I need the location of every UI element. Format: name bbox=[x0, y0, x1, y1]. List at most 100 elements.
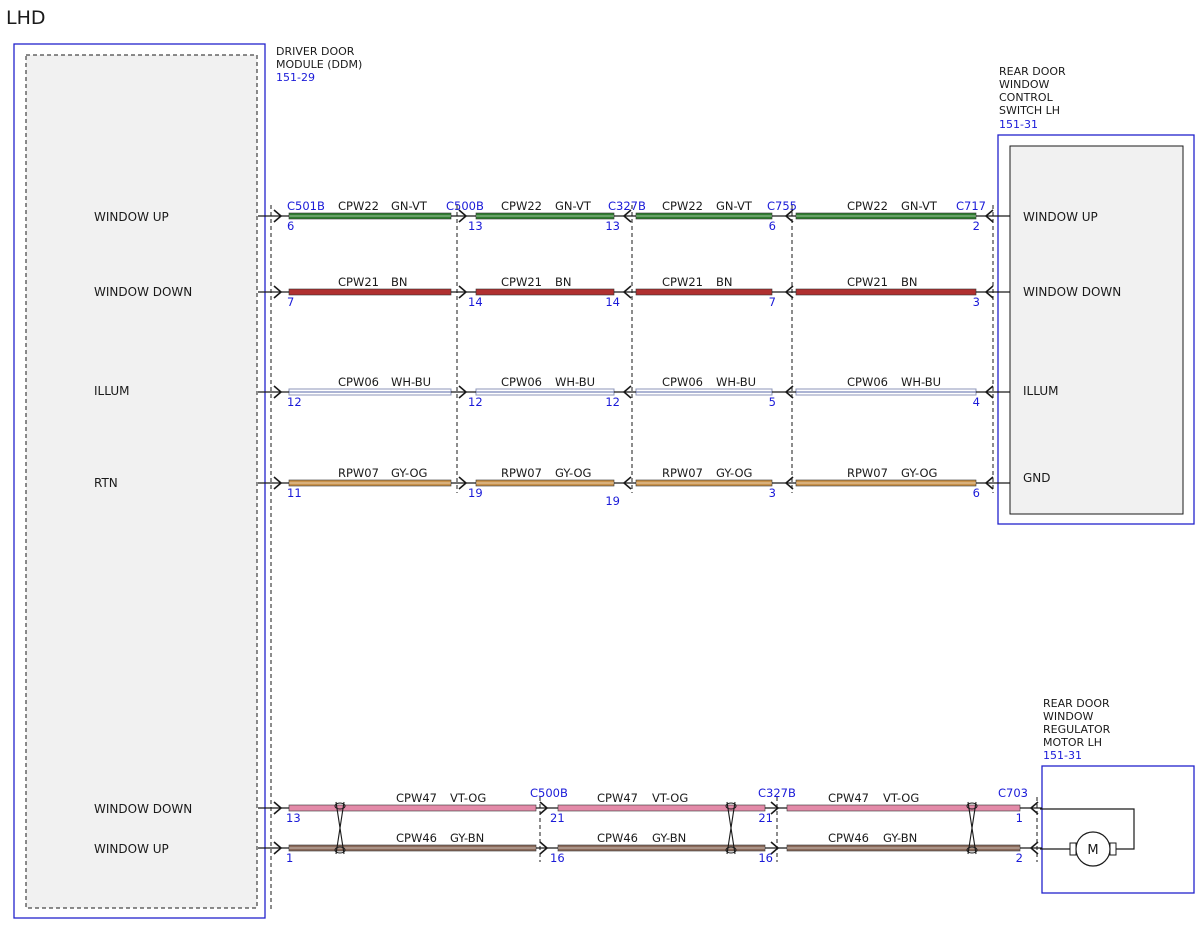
pin-number: 1 bbox=[1016, 811, 1023, 825]
ddm-pin-window-up: WINDOW UP bbox=[94, 210, 169, 224]
arrow-c327b-lower bbox=[770, 841, 780, 855]
wire-color-label: GY-OG bbox=[901, 466, 937, 480]
wire-color-label: VT-OG bbox=[652, 791, 688, 805]
arrow-ddm-lower bbox=[273, 801, 283, 815]
motor-frame bbox=[1041, 765, 1195, 894]
wire-color-label: WH-BU bbox=[391, 375, 431, 389]
wire-circuit-label: CPW06 bbox=[847, 375, 888, 389]
wire-color-label: BN bbox=[716, 275, 733, 289]
wire-circuit-label: CPW22 bbox=[501, 199, 542, 213]
wire-color-label: GN-VT bbox=[716, 199, 753, 213]
pin-number: 13 bbox=[286, 811, 301, 825]
connector-label-c500b: C500B bbox=[446, 199, 484, 213]
pin-number: 1 bbox=[286, 851, 293, 865]
wire-circuit-label: CPW21 bbox=[501, 275, 542, 289]
arrow-c327b-lower bbox=[770, 801, 780, 815]
arrow-ddm bbox=[273, 385, 283, 399]
pin-number: 12 bbox=[287, 395, 302, 409]
pin-number: 2 bbox=[973, 219, 980, 233]
arrow-c717 bbox=[984, 285, 994, 299]
pin-number: 21 bbox=[550, 811, 565, 825]
ddm-pin-motor-window-up: WINDOW UP bbox=[94, 842, 169, 856]
ddm-pin-rtn: RTN bbox=[94, 476, 118, 490]
pin-number: 11 bbox=[287, 486, 302, 500]
arrow-c500b-lower bbox=[539, 801, 549, 815]
connector-label-c501b: C501B bbox=[287, 199, 325, 213]
arrow-c327b bbox=[622, 385, 632, 399]
wire-color-label: BN bbox=[901, 275, 918, 289]
switch-name-line-2: WINDOW bbox=[999, 78, 1049, 91]
wire-color-label: GY-BN bbox=[883, 831, 917, 845]
ddm-module: DRIVER DOOR MODULE (DDM) 151-29 WINDOW U… bbox=[13, 43, 362, 919]
motor-name-line-2: WINDOW bbox=[1043, 710, 1093, 723]
arrow-c500b bbox=[458, 385, 468, 399]
wire-circuit-label: CPW46 bbox=[828, 831, 869, 845]
connector-label-c327b: C327B bbox=[608, 199, 646, 213]
wire-color-label: VT-OG bbox=[883, 791, 919, 805]
switch-name-line-3: CONTROL bbox=[999, 91, 1054, 104]
arrow-c755 bbox=[784, 209, 794, 223]
wire-color-label: WH-BU bbox=[555, 375, 595, 389]
twisted-pair-marker-3-cap-bottom bbox=[966, 846, 978, 854]
wire-circuit-label: CPW47 bbox=[828, 791, 869, 805]
connector-label-c703-lower: C703 bbox=[998, 786, 1028, 800]
wire-circuit-label: CPW21 bbox=[662, 275, 703, 289]
wire-color-label: GY-OG bbox=[555, 466, 591, 480]
pin-number: 3 bbox=[769, 486, 776, 500]
arrow-ddm bbox=[273, 476, 283, 490]
connector-label-c755: C755 bbox=[767, 199, 797, 213]
pin-number: 12 bbox=[468, 395, 483, 409]
pin-number: 16 bbox=[550, 851, 565, 865]
wire-layer: C501B C500B C327B C755 C717 CPW22 GN-VT CPW22 GN… bbox=[258, 199, 1042, 865]
wire-circuit-label: CPW22 bbox=[662, 199, 703, 213]
pin-number: 7 bbox=[769, 295, 776, 309]
twisted-pair-marker-1 bbox=[335, 801, 345, 855]
twisted-pair-marker-3 bbox=[967, 801, 977, 855]
motor-brush-right bbox=[1109, 842, 1117, 856]
motor-ref: 151-31 bbox=[1043, 749, 1082, 762]
motor-internal-wiring bbox=[1040, 808, 1135, 850]
arrow-c500b bbox=[458, 285, 468, 299]
motor-module: REAR DOOR WINDOW REGULATOR MOTOR LH 151-… bbox=[1040, 697, 1195, 894]
motor-name-line-4: MOTOR LH bbox=[1043, 736, 1102, 749]
connector-label-c500b-lower: C500B bbox=[530, 786, 568, 800]
ddm-name-line-1: DRIVER DOOR bbox=[276, 45, 355, 58]
switch-body bbox=[1009, 145, 1184, 515]
wire-circuit-label: CPW22 bbox=[847, 199, 888, 213]
motor-icon bbox=[1075, 831, 1111, 867]
arrow-c703 bbox=[1029, 801, 1039, 815]
wire-color-label: GN-VT bbox=[391, 199, 428, 213]
pin-number: 2 bbox=[1016, 851, 1023, 865]
wire-color-label: GN-VT bbox=[555, 199, 592, 213]
wire-circuit-label: RPW07 bbox=[662, 466, 703, 480]
pin-number: 14 bbox=[605, 295, 620, 309]
ddm-body bbox=[25, 54, 258, 909]
twisted-pair-marker-2-cap-bottom bbox=[725, 846, 737, 854]
arrow-c500b-lower bbox=[539, 841, 549, 855]
pin-number: 19 bbox=[605, 494, 620, 508]
connector-label-c717: C717 bbox=[956, 199, 986, 213]
pin-number: 7 bbox=[287, 295, 294, 309]
wire-cpw47-seg-3 bbox=[786, 804, 1021, 812]
switch-module: REAR DOOR WINDOW CONTROL SWITCH LH 151-3… bbox=[997, 65, 1195, 525]
arrow-c327b bbox=[622, 209, 632, 223]
wire-circuit-label: CPW06 bbox=[338, 375, 379, 389]
arrow-ddm-lower bbox=[273, 841, 283, 855]
pin-number: 13 bbox=[468, 219, 483, 233]
wire-circuit-label: CPW06 bbox=[501, 375, 542, 389]
arrow-c327b bbox=[622, 285, 632, 299]
wire-circuit-label: CPW47 bbox=[597, 791, 638, 805]
pin-number: 12 bbox=[605, 395, 620, 409]
arrow-c755 bbox=[784, 285, 794, 299]
connector-label-c327b-lower: C327B bbox=[758, 786, 796, 800]
arrow-c717 bbox=[984, 476, 994, 490]
wire-color-label: GY-BN bbox=[450, 831, 484, 845]
ddm-frame bbox=[13, 43, 266, 919]
wire-cpw21-seg-2 bbox=[475, 288, 615, 296]
pin-number: 19 bbox=[468, 486, 483, 500]
pin-number: 4 bbox=[973, 395, 980, 409]
wire-color-label: GY-OG bbox=[716, 466, 752, 480]
motor-symbol: M bbox=[1087, 843, 1098, 858]
wire-color-label: GY-BN bbox=[652, 831, 686, 845]
pin-number: 21 bbox=[758, 811, 773, 825]
